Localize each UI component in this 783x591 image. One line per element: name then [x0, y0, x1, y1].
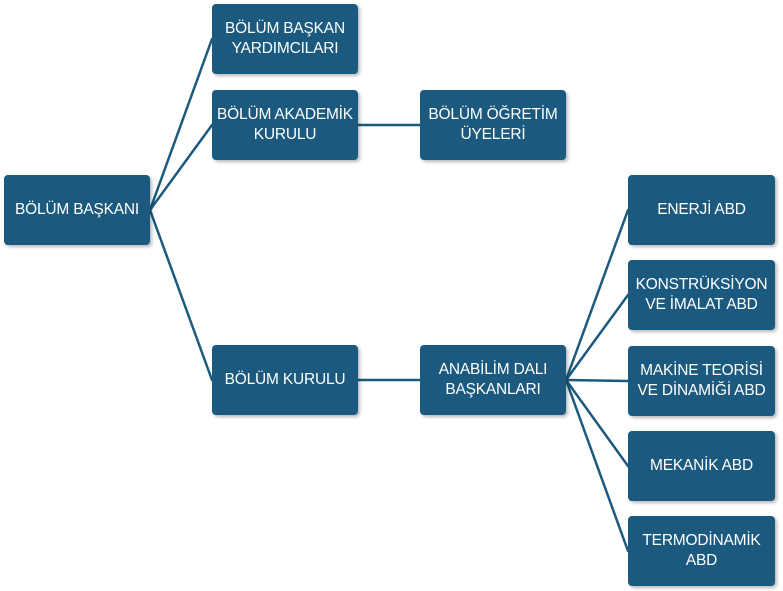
node-label: KONSTRÜKSİYON VE İMALAT ABD	[635, 276, 768, 313]
node-label: BÖLÜM BAŞKANI	[14, 201, 140, 218]
node-label: MAKİNE TEORİSİ VE DİNAMİĞİ ABD	[637, 362, 766, 399]
node-makine-teorisi-ve-dinamigi-abd: MAKİNE TEORİSİ VE DİNAMİĞİ ABD	[628, 346, 775, 416]
connector-anabilim_baskanlari-enerji	[564, 208, 630, 382]
connector-anabilim_baskanlari-makine_teorisi	[564, 378, 630, 383]
node-konstruksiyon-ve-imalat-abd: KONSTRÜKSİYON VE İMALAT ABD	[628, 260, 775, 330]
node-enerji-abd: ENERJİ ABD	[628, 175, 775, 245]
node-label: BÖLÜM AKADEMİK KURULU	[217, 106, 353, 143]
node-bolum-akademik-kurulu: BÖLÜM AKADEMİK KURULU	[212, 90, 358, 160]
node-termodinamik-abd: TERMODİNAMİK ABD	[628, 516, 775, 586]
node-label: BÖLÜM KURULU	[224, 371, 346, 388]
node-mekanik-abd: MEKANİK ABD	[628, 431, 775, 501]
connector-root-akademik_kurul	[148, 123, 214, 212]
node-label: ANABİLİM DALI BAŞKANLARI	[438, 361, 548, 398]
node-bolum-baskan-yardimcilari: BÖLÜM BAŞKAN YARDIMCILARI	[212, 4, 358, 74]
connector-anabilim_baskanlari-mekanik	[564, 378, 630, 468]
node-label: MEKANİK ABD	[650, 457, 753, 474]
node-anabilim-dali-baskanlari: ANABİLİM DALI BAŞKANLARI	[420, 345, 566, 415]
node-label: TERMODİNAMİK ABD	[642, 532, 761, 569]
connector-root-bolum_kurulu	[148, 208, 214, 382]
node-bolum-baskani: BÖLÜM BAŞKANI	[4, 175, 150, 245]
node-bolum-ogretim-uyeleri: BÖLÜM ÖĞRETİM ÜYELERİ	[420, 90, 566, 160]
node-label: BÖLÜM BAŞKAN YARDIMCILARI	[225, 20, 345, 57]
node-bolum-kurulu: BÖLÜM KURULU	[212, 345, 358, 415]
connector-anabilim_baskanlari-konstruksiyon	[564, 293, 630, 382]
node-label: ENERJİ ABD	[657, 201, 746, 218]
connector-root-yardimcilar	[148, 37, 214, 212]
node-label: BÖLÜM ÖĞRETİM ÜYELERİ	[428, 106, 558, 143]
connector-anabilim_baskanlari-termodinamik	[564, 378, 630, 553]
